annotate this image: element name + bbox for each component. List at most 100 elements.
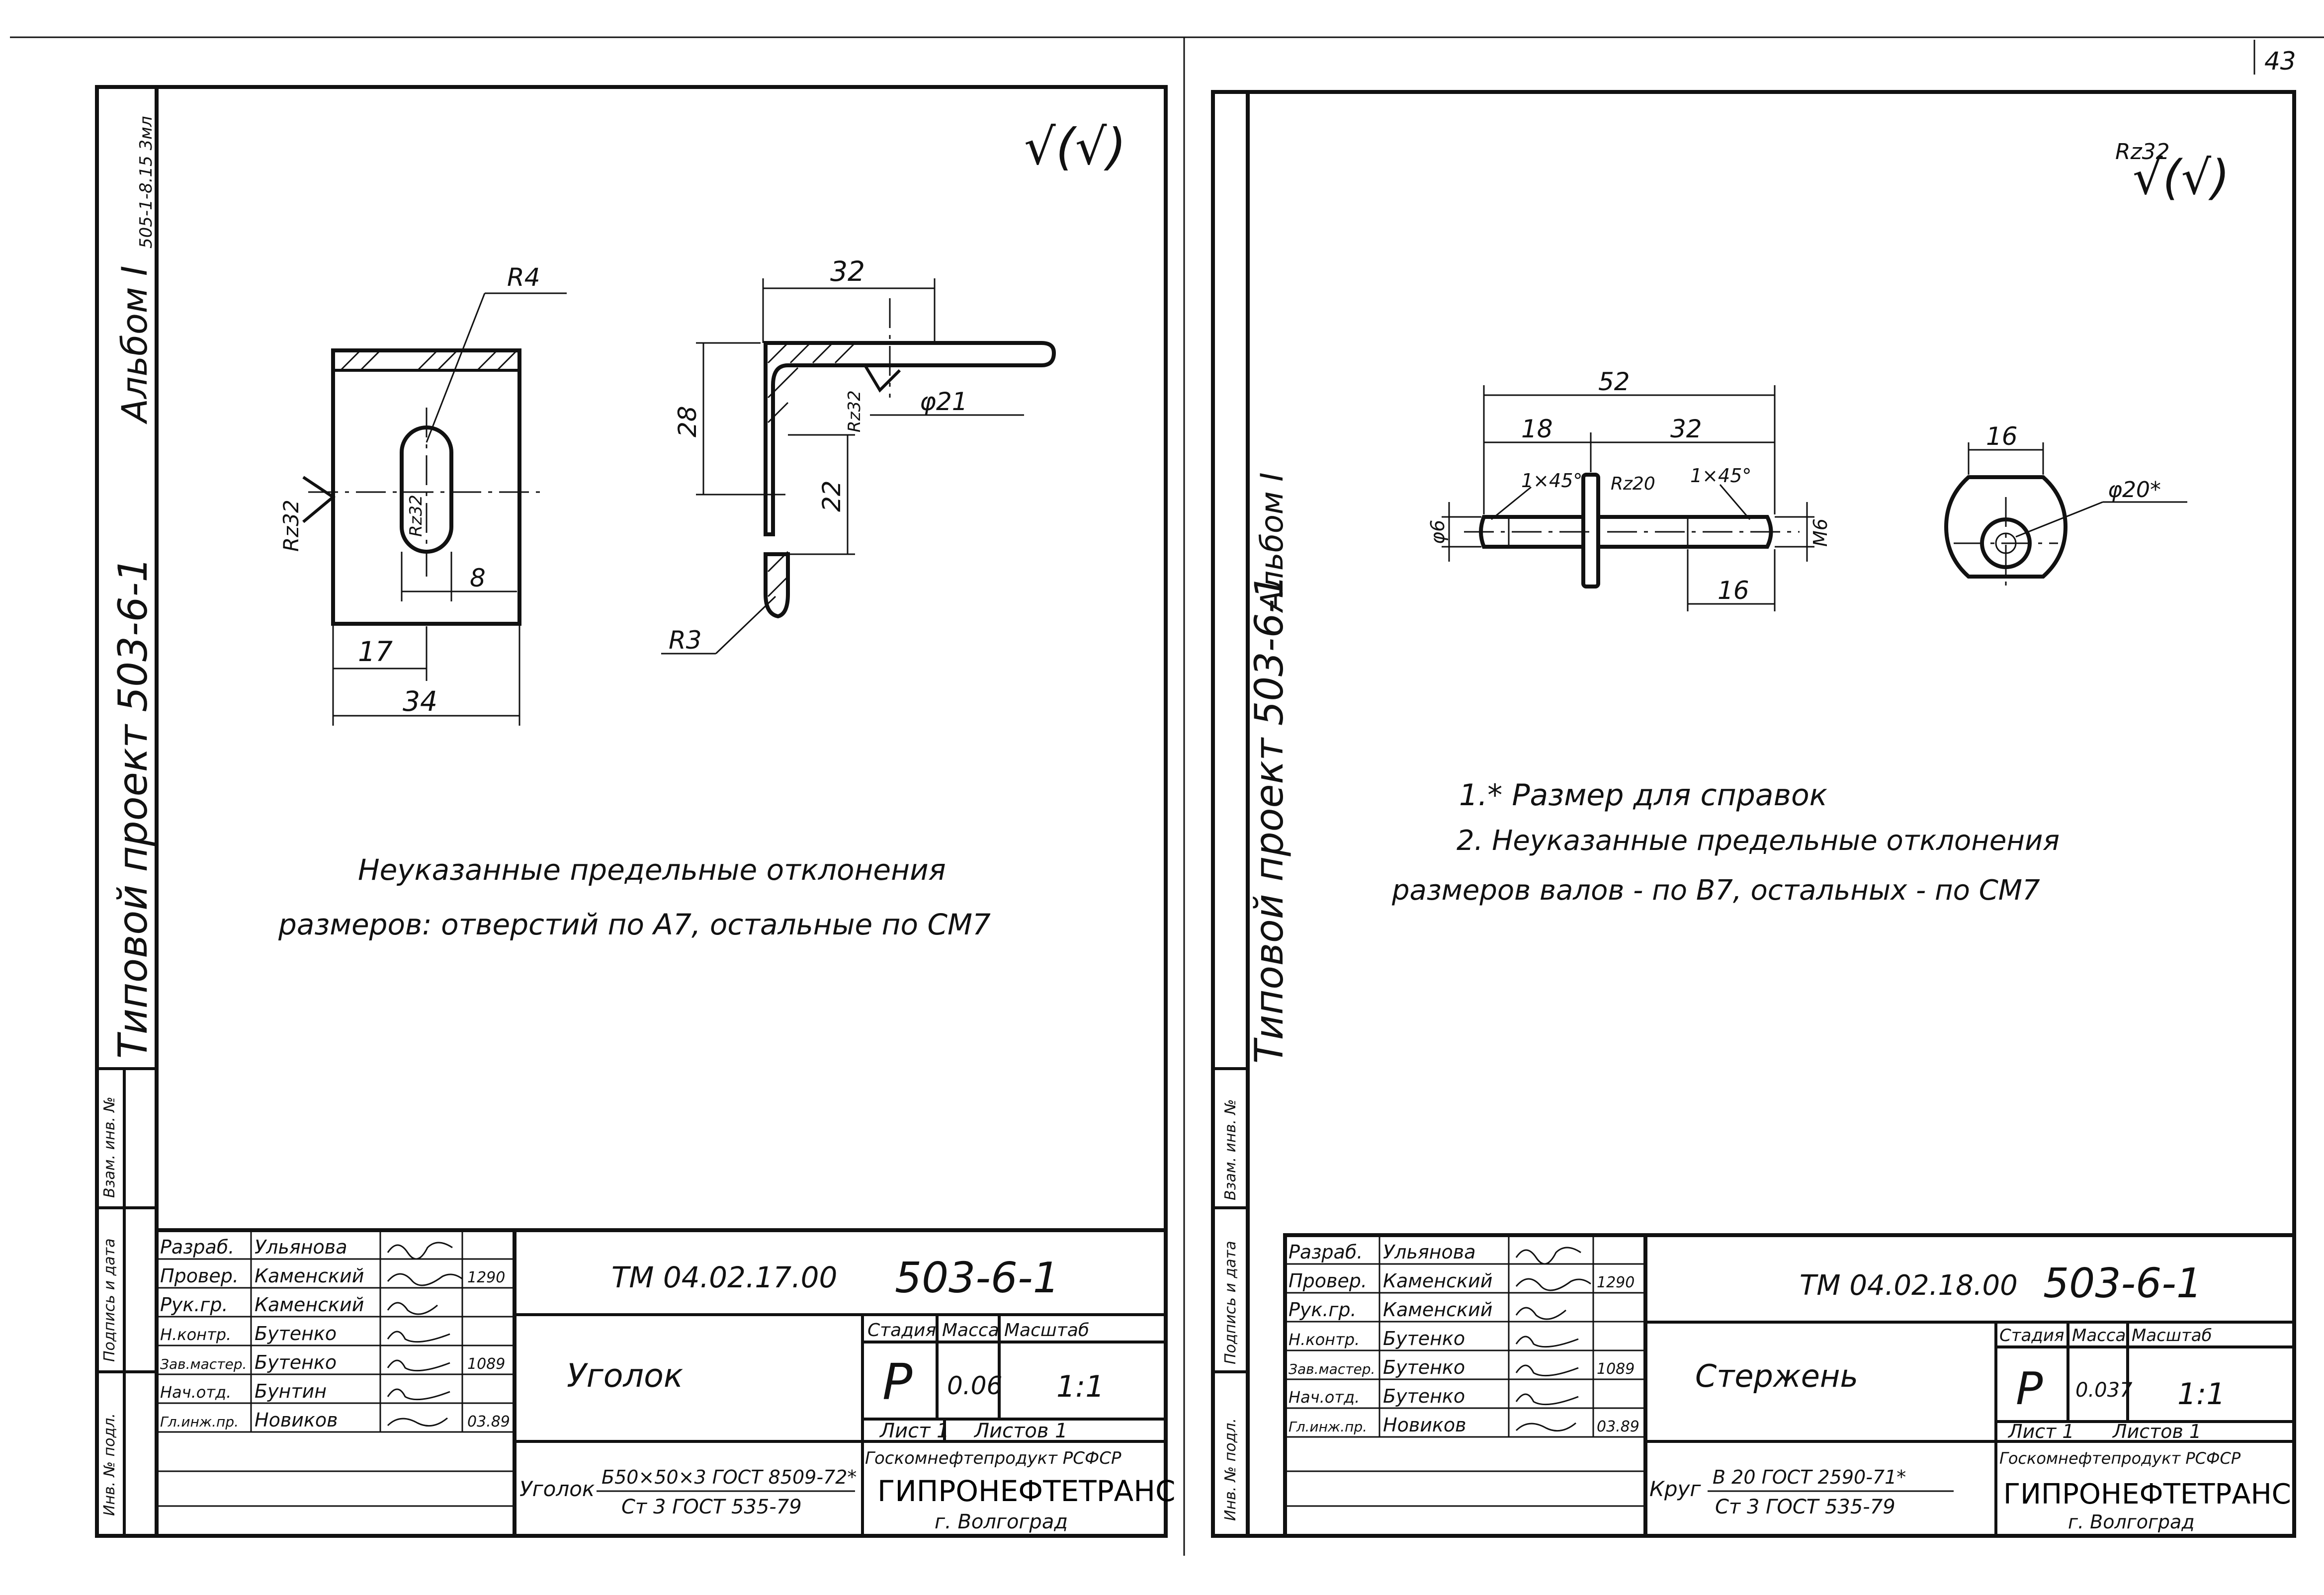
left-sheet: Инв. № подл. Подпись и дата Взам. инв. №… — [95, 85, 1175, 1538]
left-material-top: Б50×50×3 ГОСТ 8509-72* — [602, 1466, 857, 1488]
left-stamp-note: 505-1-8.15 3мл — [136, 116, 156, 249]
right-note1: 1.* Размер для справок — [1459, 778, 1827, 813]
left-role-4: Зав.мастер. — [160, 1356, 247, 1372]
left-project-no: 503-6-1 — [895, 1254, 1060, 1303]
right-name-3: Бутенко — [1383, 1328, 1465, 1349]
right-date-1: 1290 — [1597, 1274, 1635, 1291]
left-part-name: Уголок — [567, 1357, 683, 1395]
right-material-bottom: Ст 3 ГОСТ 535-79 — [1715, 1496, 1895, 1518]
right-scale: 1:1 — [2177, 1377, 2226, 1412]
right-role-2: Рук.гр. — [1289, 1299, 1357, 1321]
left-material-bottom: Ст 3 ГОСТ 535-79 — [621, 1496, 802, 1518]
left-signatures — [387, 1242, 463, 1427]
right-role-1: Провер. — [1289, 1270, 1367, 1292]
right-sheet: Инв. № подл. Подпись и дата Взам. инв. №… — [1211, 90, 2296, 1538]
dim-R3: R3 — [669, 626, 702, 655]
right-name-5: Бутенко — [1383, 1385, 1465, 1407]
right-doc-code: ТМ 04.02.18.00 — [1800, 1269, 2018, 1302]
left-stage: Р — [882, 1353, 913, 1411]
right-col-inv: Инв. № подл. — [1222, 1418, 1239, 1521]
left-org-name: ГИПРОНЕФТЕТРАНС — [877, 1474, 1175, 1508]
left-note-line2: размеров: отверстий по А7, остальные по … — [278, 908, 991, 941]
left-roughness-mark: √(√) — [1024, 118, 1126, 176]
right-role-0: Разраб. — [1289, 1241, 1363, 1263]
dim-phi6: φ6 — [1427, 520, 1449, 544]
dim-52: 52 — [1598, 367, 1630, 396]
roughness-slot: Rz32 — [406, 495, 426, 537]
page-number: 43 — [2264, 47, 2296, 76]
angle-section-view: 32 28 22 Rz32 φ21 R3 — [661, 255, 1056, 655]
right-title-block: Разраб. Провер. Рук.гр. Н.контр. Зав.мас… — [1283, 1233, 2296, 1538]
left-col-sign: Подпись и дата — [101, 1239, 118, 1362]
left-name-5: Бунтин — [255, 1380, 327, 1402]
dim-32: 32 — [830, 255, 865, 287]
right-date-6: 03.89 — [1597, 1418, 1639, 1435]
left-date-6: 03.89 — [467, 1413, 510, 1430]
left-org-top: Госкомнефтепродукт РСФСР — [865, 1448, 1121, 1468]
right-material-prefix: Круг — [1649, 1477, 1701, 1501]
left-stage-header: Стадия — [867, 1320, 936, 1341]
left-name-2: Каменский — [255, 1294, 364, 1316]
right-role-3: Н.контр. — [1289, 1330, 1360, 1349]
dim-M6: М6 — [1809, 518, 1831, 547]
right-note2-line1: 2. Неуказанные предельные отклонения — [1457, 825, 2060, 857]
roughness-side: Rz32 — [279, 500, 303, 552]
left-mass-header: Масса — [942, 1320, 999, 1341]
right-name-0: Ульянова — [1383, 1241, 1475, 1263]
right-album-label: Альбом I — [1254, 472, 1290, 613]
right-name-4: Бутенко — [1383, 1356, 1465, 1378]
left-material-prefix: Уголок — [519, 1477, 595, 1501]
left-title-block: Разраб. Провер. Рук.гр. Н.контр. Зав.мас… — [155, 1228, 1175, 1538]
right-name-1: Каменский — [1383, 1270, 1492, 1292]
left-name-1: Каменский — [255, 1265, 364, 1287]
dim-phi21: φ21 — [920, 387, 968, 416]
left-date-4: 1089 — [467, 1355, 505, 1373]
right-mass: 0.037 — [2075, 1379, 2133, 1402]
dim-phi20: φ20* — [2108, 477, 2161, 503]
left-project-label: Типовой проект 503-6-1 — [110, 557, 156, 1059]
rod-view: 52 18 32 1×45° Rz20 1×45° φ6 М6 — [1427, 367, 1831, 611]
dim-8: 8 — [470, 564, 486, 592]
chamfer-left: 1×45° — [1521, 470, 1582, 492]
left-role-0: Разраб. — [160, 1236, 234, 1258]
right-stage-header: Стадия — [1999, 1326, 2064, 1345]
right-name-2: Каменский — [1383, 1299, 1492, 1321]
left-mass: 0.06 — [947, 1371, 1002, 1400]
right-roughness-value: Rz32 — [2115, 139, 2170, 165]
left-sheet-label: Лист 1 — [879, 1420, 949, 1442]
right-note2-line2: размеров валов - по В7, остальных - по С… — [1391, 874, 2040, 907]
dim-16-rod: 16 — [1718, 576, 1749, 605]
right-material-top: В 20 ГОСТ 2590-71* — [1713, 1466, 1906, 1488]
left-role-1: Провер. — [160, 1265, 239, 1287]
left-side-columns: Инв. № подл. Подпись и дата Взам. инв. № — [97, 1067, 157, 1536]
dim-34: 34 — [403, 685, 437, 717]
right-role-6: Гл.инж.пр. — [1289, 1419, 1367, 1435]
plate-view: R4 Rz32 Rz32 8 17 34 — [279, 263, 567, 726]
left-date-1: 1290 — [467, 1269, 505, 1286]
right-sheets-label: Листов 1 — [2112, 1421, 2201, 1442]
left-role-2: Рук.гр. — [160, 1294, 228, 1316]
right-roughness-mark: √(√) — [2133, 151, 2230, 205]
right-org-city: г. Волгоград — [2068, 1511, 2195, 1533]
left-outer-frame — [95, 85, 1168, 1538]
left-col-inv: Инв. № подл. — [101, 1413, 118, 1516]
right-role-4: Зав.мастер. — [1289, 1361, 1375, 1377]
right-role-5: Нач.отд. — [1289, 1388, 1360, 1407]
right-stage: Р — [2016, 1363, 2043, 1415]
dim-16-end: 16 — [1986, 422, 2018, 451]
right-side-columns: Инв. № подл. Подпись и дата Взам. инв. № — [1213, 1067, 1248, 1521]
right-org-top: Госкомнефтепродукт РСФСР — [1999, 1449, 2241, 1468]
right-signatures — [1515, 1247, 1591, 1432]
chamfer-right: 1×45° — [1690, 465, 1751, 487]
roughness-section: Rz32 — [845, 390, 864, 432]
left-role-6: Гл.инж.пр. — [160, 1414, 239, 1430]
left-role-3: Н.контр. — [160, 1325, 231, 1344]
left-name-0: Ульянова — [255, 1236, 347, 1258]
left-scale: 1:1 — [1056, 1369, 1105, 1404]
left-name-6: Новиков — [255, 1409, 338, 1431]
left-role-5: Нач.отд. — [160, 1383, 231, 1402]
right-col-sign: Подпись и дата — [1222, 1241, 1239, 1365]
right-part-name: Стержень — [1695, 1358, 1858, 1394]
left-name-3: Бутенко — [255, 1323, 337, 1344]
